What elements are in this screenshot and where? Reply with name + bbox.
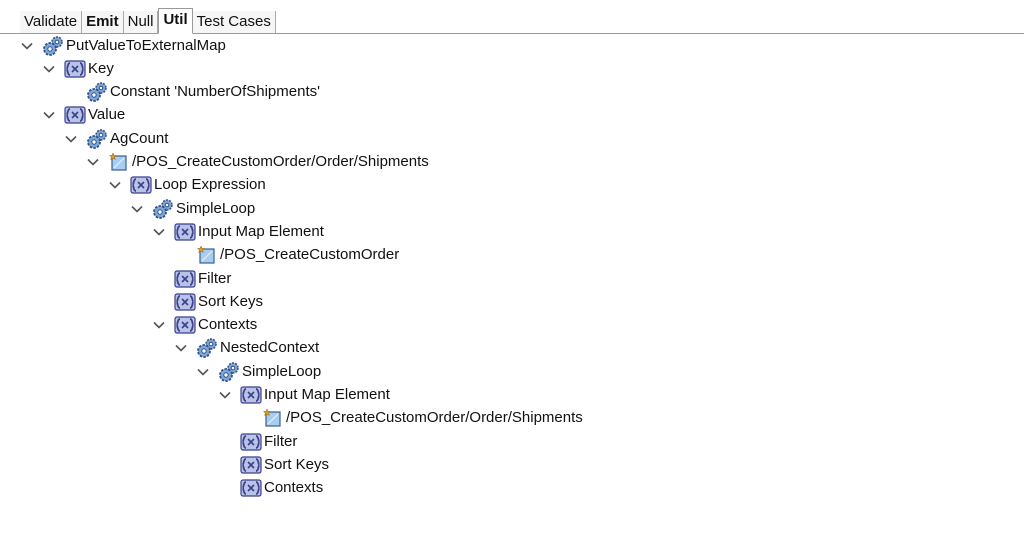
tree-node-label: AgCount [110, 129, 169, 147]
tab-null[interactable]: Null [123, 11, 159, 33]
tree-node[interactable]: /POS_CreateCustomOrder/Order/Shipments [86, 151, 429, 174]
tree-node-label: Value [88, 106, 126, 124]
tree-node[interactable]: Input Map Element [218, 384, 390, 407]
function-gear-icon [86, 128, 108, 149]
tab-validate[interactable]: Validate [20, 11, 83, 33]
parameter-bracket-icon [240, 455, 262, 475]
tab-test-cases[interactable]: Test Cases [192, 11, 276, 33]
parameter-bracket-icon [130, 175, 152, 195]
chevron-down-icon[interactable] [196, 365, 210, 379]
tree-node[interactable]: /POS_CreateCustomOrder [174, 244, 399, 267]
tree-node[interactable]: SimpleLoop [130, 197, 255, 220]
tab-emit[interactable]: Emit [82, 11, 124, 33]
tree-node-label: SimpleLoop [176, 199, 256, 217]
chevron-down-icon[interactable] [42, 62, 56, 76]
tree-node-label: Constant 'NumberOfShipments' [110, 83, 320, 101]
tree-node[interactable]: Constant 'NumberOfShipments' [64, 81, 320, 104]
tree-node-label: Filter [264, 432, 298, 450]
parameter-bracket-icon [240, 385, 262, 405]
function-gear-icon [86, 82, 108, 102]
tree-node-label: Loop Expression [154, 176, 266, 194]
tree-node-label: Filter [198, 269, 232, 287]
chevron-down-icon[interactable] [152, 318, 166, 332]
chevron-down-icon[interactable] [64, 132, 78, 146]
tree-node[interactable]: Sort Keys [152, 290, 263, 313]
function-gear-icon [42, 35, 64, 56]
tree-node[interactable]: Loop Expression [108, 174, 266, 197]
tree-node[interactable]: Key [42, 57, 114, 80]
tree-node-label: /POS_CreateCustomOrder/Order/Shipments [286, 409, 583, 427]
tree-node[interactable]: AgCount [64, 127, 168, 150]
tree-node-label: NestedContext [220, 339, 320, 357]
tree-node[interactable]: Filter [152, 267, 231, 290]
chevron-down-icon[interactable] [86, 155, 100, 169]
chevron-down-icon[interactable] [218, 388, 232, 402]
tab-util[interactable]: Util [158, 8, 193, 34]
function-gear-icon [152, 198, 174, 219]
parameter-bracket-icon [174, 292, 196, 312]
tree-node[interactable]: SimpleLoop [196, 360, 321, 383]
tree-node[interactable]: Contexts [218, 477, 323, 500]
tree-node[interactable]: /POS_CreateCustomOrder/Order/Shipments [240, 407, 583, 430]
tree-node[interactable]: Filter [218, 430, 297, 453]
map-element-icon [262, 408, 284, 428]
tree-node[interactable]: Sort Keys [218, 453, 329, 476]
function-gear-icon [196, 338, 218, 359]
parameter-bracket-icon [174, 222, 196, 242]
map-element-icon [196, 245, 218, 265]
tree-node-label: Contexts [264, 479, 324, 497]
tree-node-label: Sort Keys [198, 292, 264, 310]
chevron-down-icon[interactable] [174, 341, 188, 355]
tree-node-label: Input Map Element [198, 222, 324, 240]
chevron-down-icon[interactable] [42, 108, 56, 122]
tree-node[interactable]: NestedContext [174, 337, 319, 360]
parameter-bracket-icon [64, 59, 86, 79]
map-element-icon [108, 152, 130, 172]
chevron-down-icon[interactable] [108, 178, 122, 192]
chevron-down-icon[interactable] [20, 39, 34, 53]
parameter-bracket-icon [174, 315, 196, 335]
tree-node[interactable]: Input Map Element [152, 220, 324, 243]
function-gear-icon [218, 361, 240, 382]
tree-node-label: /POS_CreateCustomOrder [220, 246, 400, 264]
parameter-bracket-icon [240, 478, 262, 498]
chevron-down-icon[interactable] [152, 225, 166, 239]
chevron-down-icon[interactable] [130, 202, 144, 216]
tree-node-label: Key [88, 59, 114, 77]
parameter-bracket-icon [64, 105, 86, 125]
tree-node[interactable]: Value [42, 104, 125, 127]
tree-node[interactable]: Contexts [152, 314, 257, 337]
tree-node-label: SimpleLoop [242, 362, 322, 380]
tree-node-label: PutValueToExternalMap [66, 36, 226, 54]
tree-node-label: /POS_CreateCustomOrder/Order/Shipments [132, 153, 429, 170]
parameter-bracket-icon [240, 432, 262, 452]
tree-node-label: Input Map Element [264, 386, 390, 403]
parameter-bracket-icon [174, 269, 196, 289]
tree-node-label: Contexts [198, 316, 258, 334]
tree-node-label: Sort Keys [264, 455, 330, 473]
tree-node[interactable]: PutValueToExternalMap [20, 34, 226, 57]
